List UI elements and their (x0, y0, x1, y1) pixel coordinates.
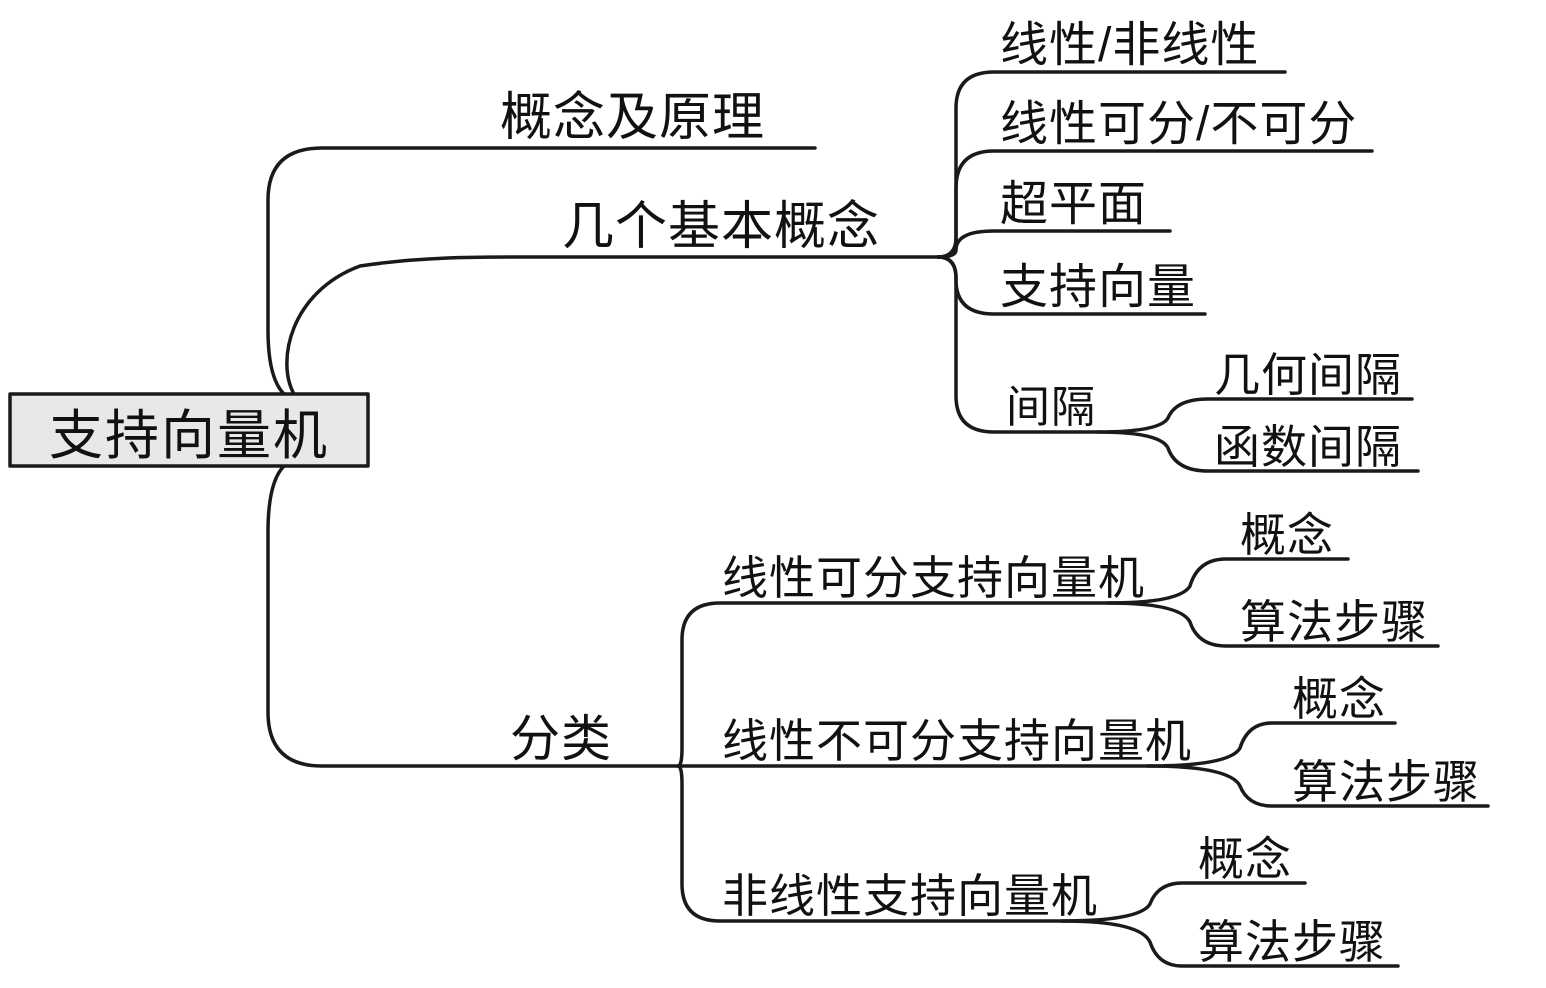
connector-root-to-basic-concepts (285, 255, 940, 396)
node-linear-separable-svm-concept: 概念 (1240, 509, 1334, 561)
connector-classification-to-nonlinear (676, 764, 1064, 923)
node-classification: 分类 (510, 711, 612, 767)
node-hyperplane: 超平面 (1000, 178, 1148, 231)
connector-group (8, 70, 1490, 968)
connector-basic-to-margin (936, 255, 1100, 434)
connector-root-to-classification (266, 464, 680, 768)
connector-nonlinear-to-concept (1060, 881, 1307, 923)
connector-linsep-to-concept (1106, 557, 1350, 605)
node-linear-separable-svm-steps: 算法步骤 (1240, 596, 1428, 648)
connector-basic-to-hyperplane (936, 229, 1172, 259)
connector-classification-to-linear-separable (676, 601, 1110, 768)
root-node-label: 支持向量机 (49, 405, 329, 466)
node-nonlinear-svm-concept: 概念 (1198, 833, 1292, 885)
node-linear-nonseparable-svm-concept: 概念 (1292, 673, 1386, 725)
node-functional-margin: 函数间隔 (1214, 421, 1402, 473)
connector-linsep-to-steps (1106, 601, 1440, 648)
node-linear-nonseparable-svm-steps: 算法步骤 (1292, 756, 1480, 808)
node-nonlinear-svm: 非线性支持向量机 (722, 870, 1098, 922)
node-linear-separable-svm: 线性可分支持向量机 (722, 552, 1145, 604)
node-nonlinear-svm-steps: 算法步骤 (1198, 916, 1386, 968)
connector-linnonsep-to-steps (1146, 764, 1490, 808)
connector-nonlinear-to-steps (1060, 919, 1400, 968)
node-linear-nonseparable-svm: 线性不可分支持向量机 (722, 715, 1192, 767)
root-node-box (8, 392, 370, 468)
connector-margin-to-functional (1096, 430, 1420, 473)
node-basic-concepts: 几个基本概念 (562, 198, 881, 256)
node-linear-nonlinear: 线性/非线性 (1000, 19, 1260, 72)
connector-linnonsep-to-concept (1146, 721, 1397, 768)
node-support-vector: 支持向量 (1000, 261, 1197, 314)
node-margin: 间隔 (1006, 383, 1096, 432)
node-geometric-margin: 几何间隔 (1214, 349, 1402, 401)
connector-margin-to-geometric (1096, 397, 1414, 434)
node-linear-separable-or-not: 线性可分/不可分 (1000, 98, 1358, 151)
connector-root-to-concept-principle (266, 146, 817, 396)
node-concept-principle: 概念及原理 (500, 89, 766, 147)
